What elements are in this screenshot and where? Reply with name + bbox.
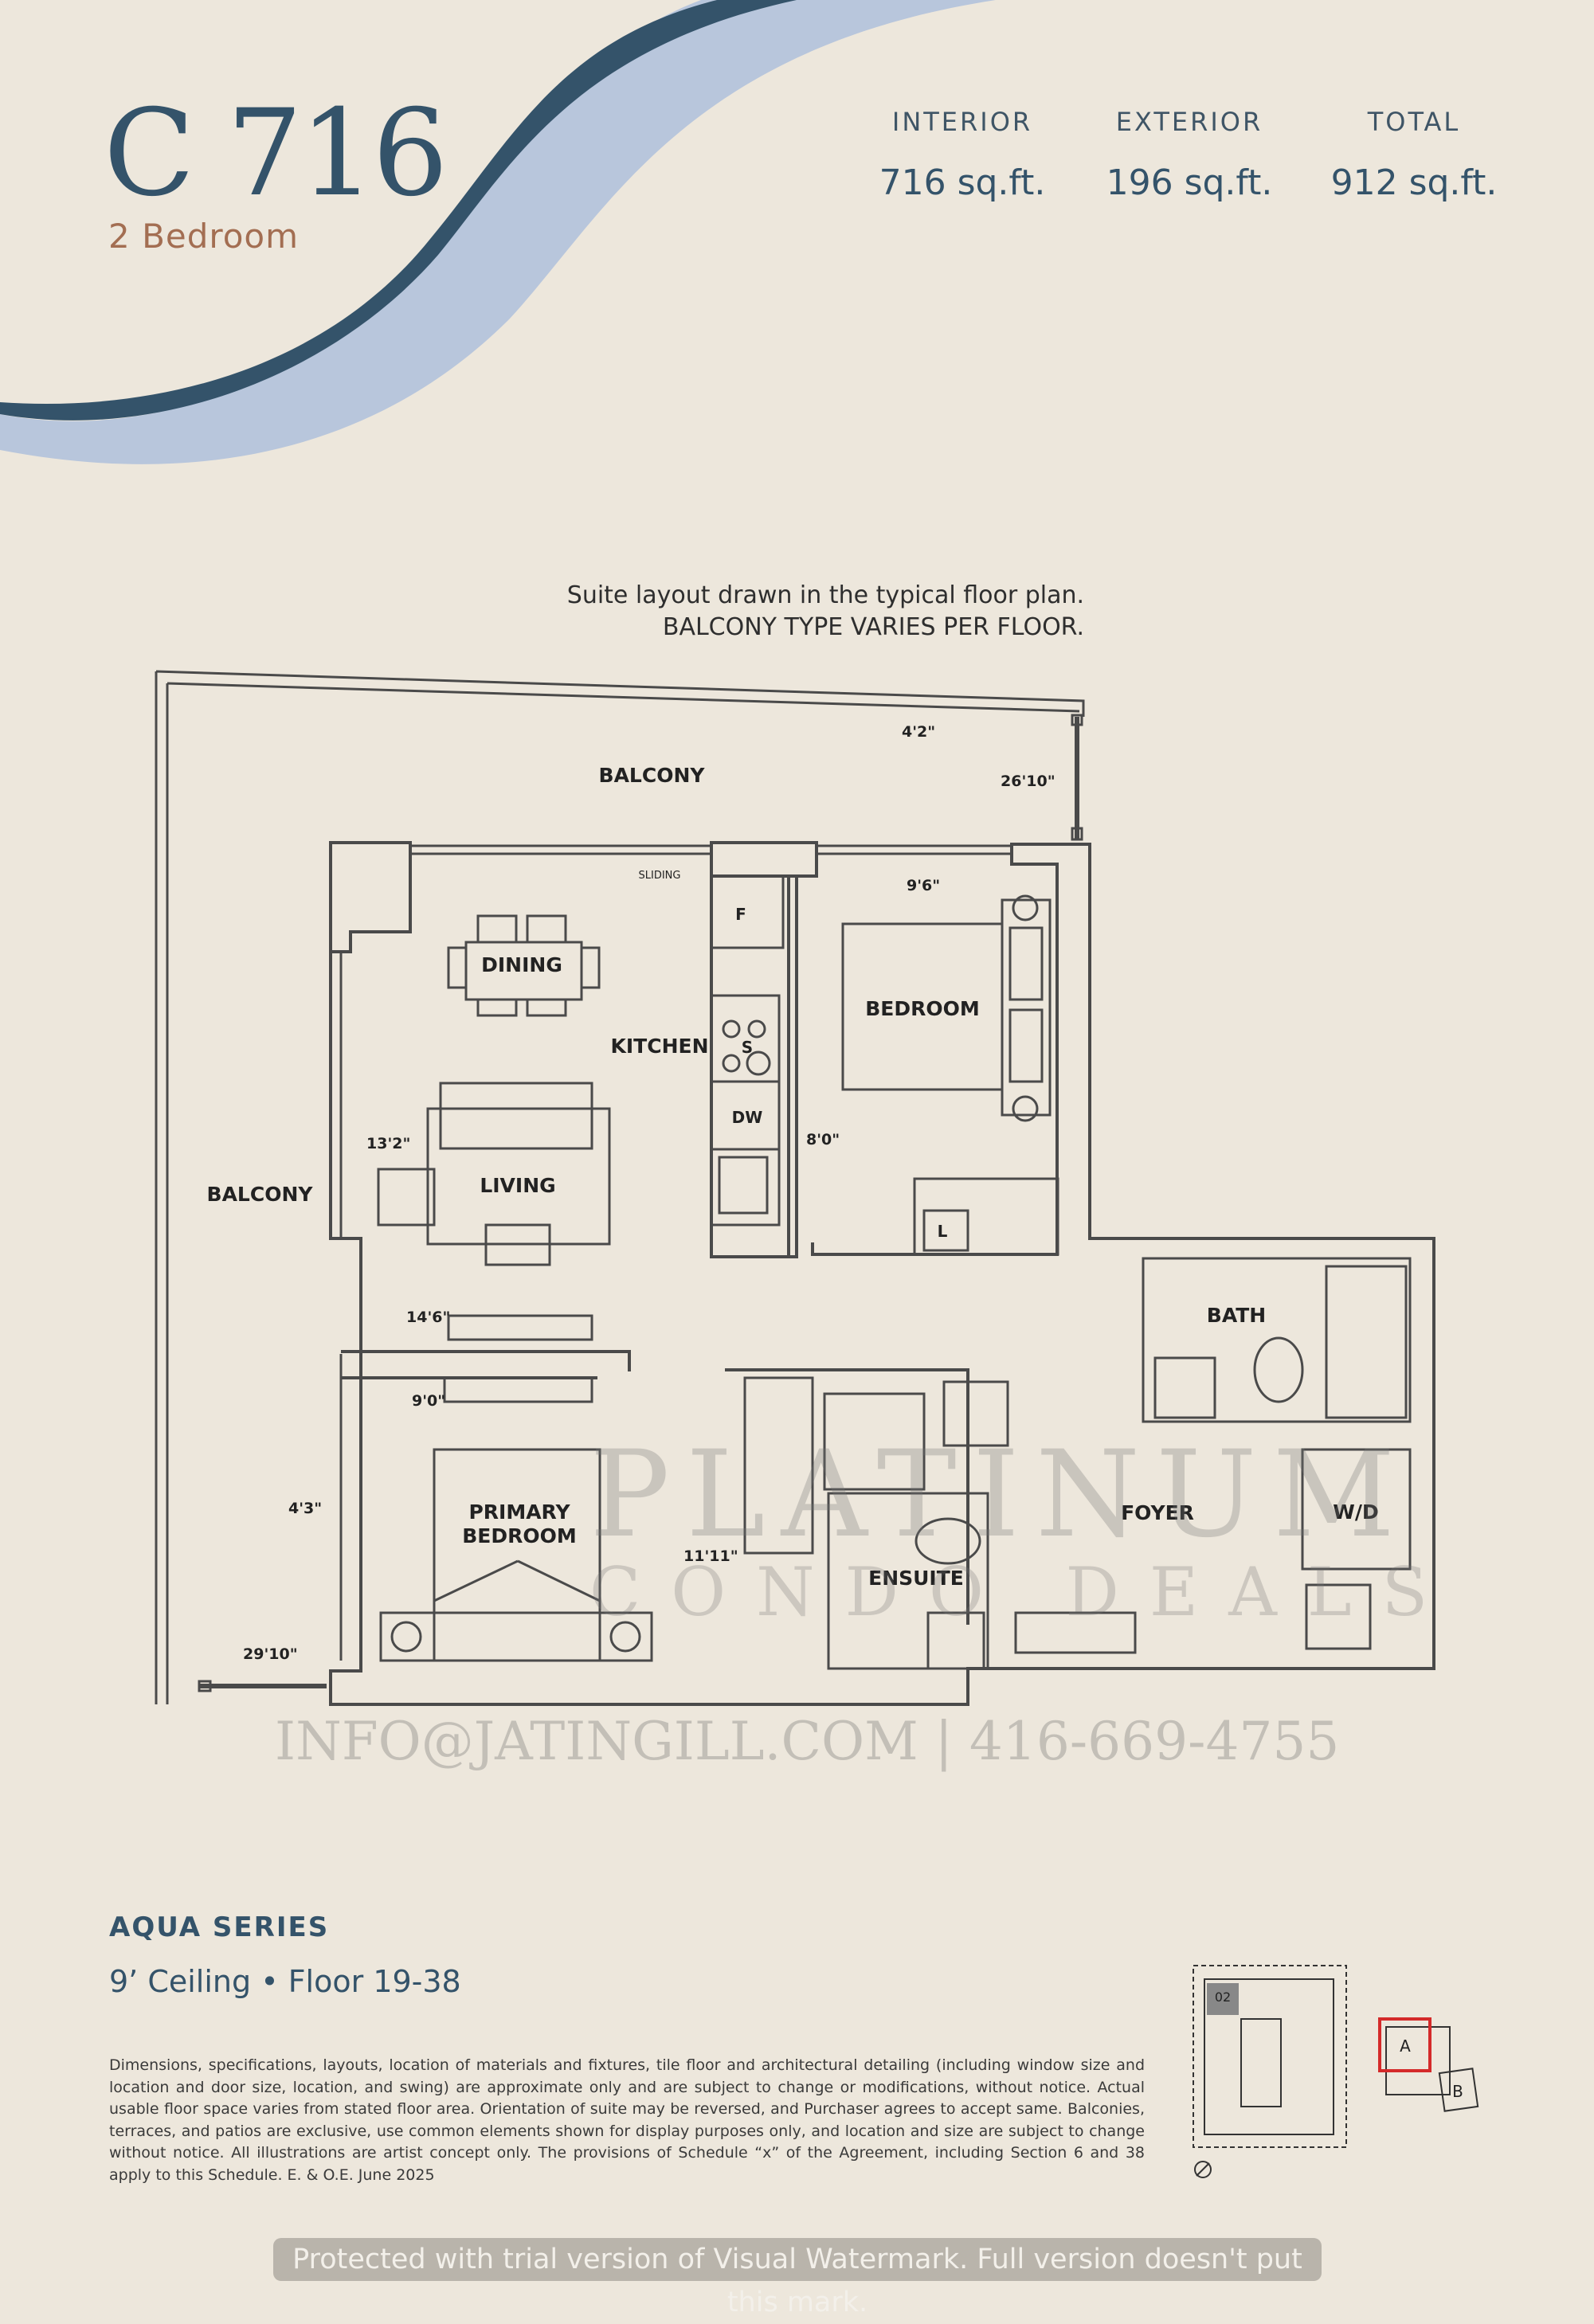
- area-exterior: EXTERIOR 196 sq.ft.: [1098, 107, 1281, 203]
- unit-title: C 716: [104, 84, 448, 223]
- header-wave: [0, 0, 996, 464]
- unit-type: 2 Bedroom: [108, 217, 300, 256]
- primary-bedroom-label-2: BEDROOM: [462, 1524, 577, 1547]
- balcony-top-label: BALCONY: [599, 764, 706, 787]
- area-value: 196 sq.ft.: [1106, 162, 1273, 203]
- key-unit-tag: 02: [1215, 1989, 1231, 2005]
- dim-primary-width: 11'11": [683, 1547, 738, 1565]
- balcony-left-label: BALCONY: [207, 1183, 314, 1206]
- area-value: 716 sq.ft.: [879, 162, 1046, 203]
- plan-note-line2: BALCONY TYPE VARIES PER FLOOR.: [662, 613, 1084, 641]
- bedroom-label: BEDROOM: [865, 997, 980, 1020]
- area-interior: INTERIOR 716 sq.ft.: [871, 107, 1054, 203]
- fridge-label: F: [735, 905, 746, 924]
- key-plan: [1193, 1965, 1479, 2178]
- dim-bedroom-width: 9'6": [907, 877, 940, 894]
- kitchen-label: KITCHEN: [611, 1035, 709, 1058]
- dim-primary-depth: 9'0": [412, 1392, 445, 1410]
- stove-label: S: [742, 1038, 753, 1057]
- key-block-a: A: [1400, 2036, 1411, 2056]
- plan-note: Suite layout drawn in the typical floor …: [567, 580, 1084, 644]
- dim-balcony-length: 26'10": [1001, 773, 1055, 790]
- area-label: INTERIOR: [891, 107, 1033, 137]
- watermark-brand-line1: PLATINUM: [589, 1426, 1412, 1564]
- linen-label: L: [938, 1222, 948, 1241]
- watermark-brand-line2: CONDO DEALS: [589, 1553, 1459, 1631]
- area-total: TOTAL 912 sq.ft.: [1322, 107, 1506, 203]
- area-label: EXTERIOR: [1115, 107, 1263, 137]
- series-label: AQUA SERIES: [109, 1911, 330, 1943]
- primary-bedroom-label-1: PRIMARY: [468, 1500, 570, 1524]
- dim-bedroom-depth: 8'0": [806, 1131, 840, 1148]
- trial-watermark-banner: Protected with trial version of Visual W…: [273, 2238, 1322, 2318]
- key-block-b: B: [1452, 2082, 1463, 2101]
- dim-balcony-depth: 4'2": [902, 723, 935, 741]
- wd-label: W/D: [1333, 1500, 1378, 1524]
- ensuite-label: ENSUITE: [868, 1567, 964, 1590]
- plan-note-line1: Suite layout drawn in the typical floor …: [566, 581, 1084, 609]
- foyer-label: FOYER: [1121, 1501, 1194, 1524]
- bath-label: BATH: [1207, 1304, 1266, 1327]
- sliding-label: SLIDING: [639, 870, 681, 882]
- dim-balcony-side: 4'3": [288, 1500, 322, 1517]
- dining-label: DINING: [481, 953, 562, 976]
- living-label: LIVING: [480, 1174, 555, 1197]
- watermark-contact: INFO@JATINGILL.COM | 416-669-4755: [275, 1711, 1340, 1772]
- area-value: 912 sq.ft.: [1330, 162, 1498, 203]
- dim-balcony-total: 29'10": [243, 1645, 298, 1663]
- disclaimer: Dimensions, specifications, layouts, loc…: [109, 2056, 1145, 2184]
- dim-living-width: 13'2": [366, 1135, 410, 1152]
- dim-living-depth: 14'6": [406, 1309, 450, 1326]
- dishwasher-label: DW: [732, 1108, 763, 1127]
- area-label: TOTAL: [1367, 107, 1461, 137]
- ceiling-floor-label: 9’ Ceiling • Floor 19-38: [109, 1964, 461, 1999]
- balcony-outline: [155, 670, 1085, 1704]
